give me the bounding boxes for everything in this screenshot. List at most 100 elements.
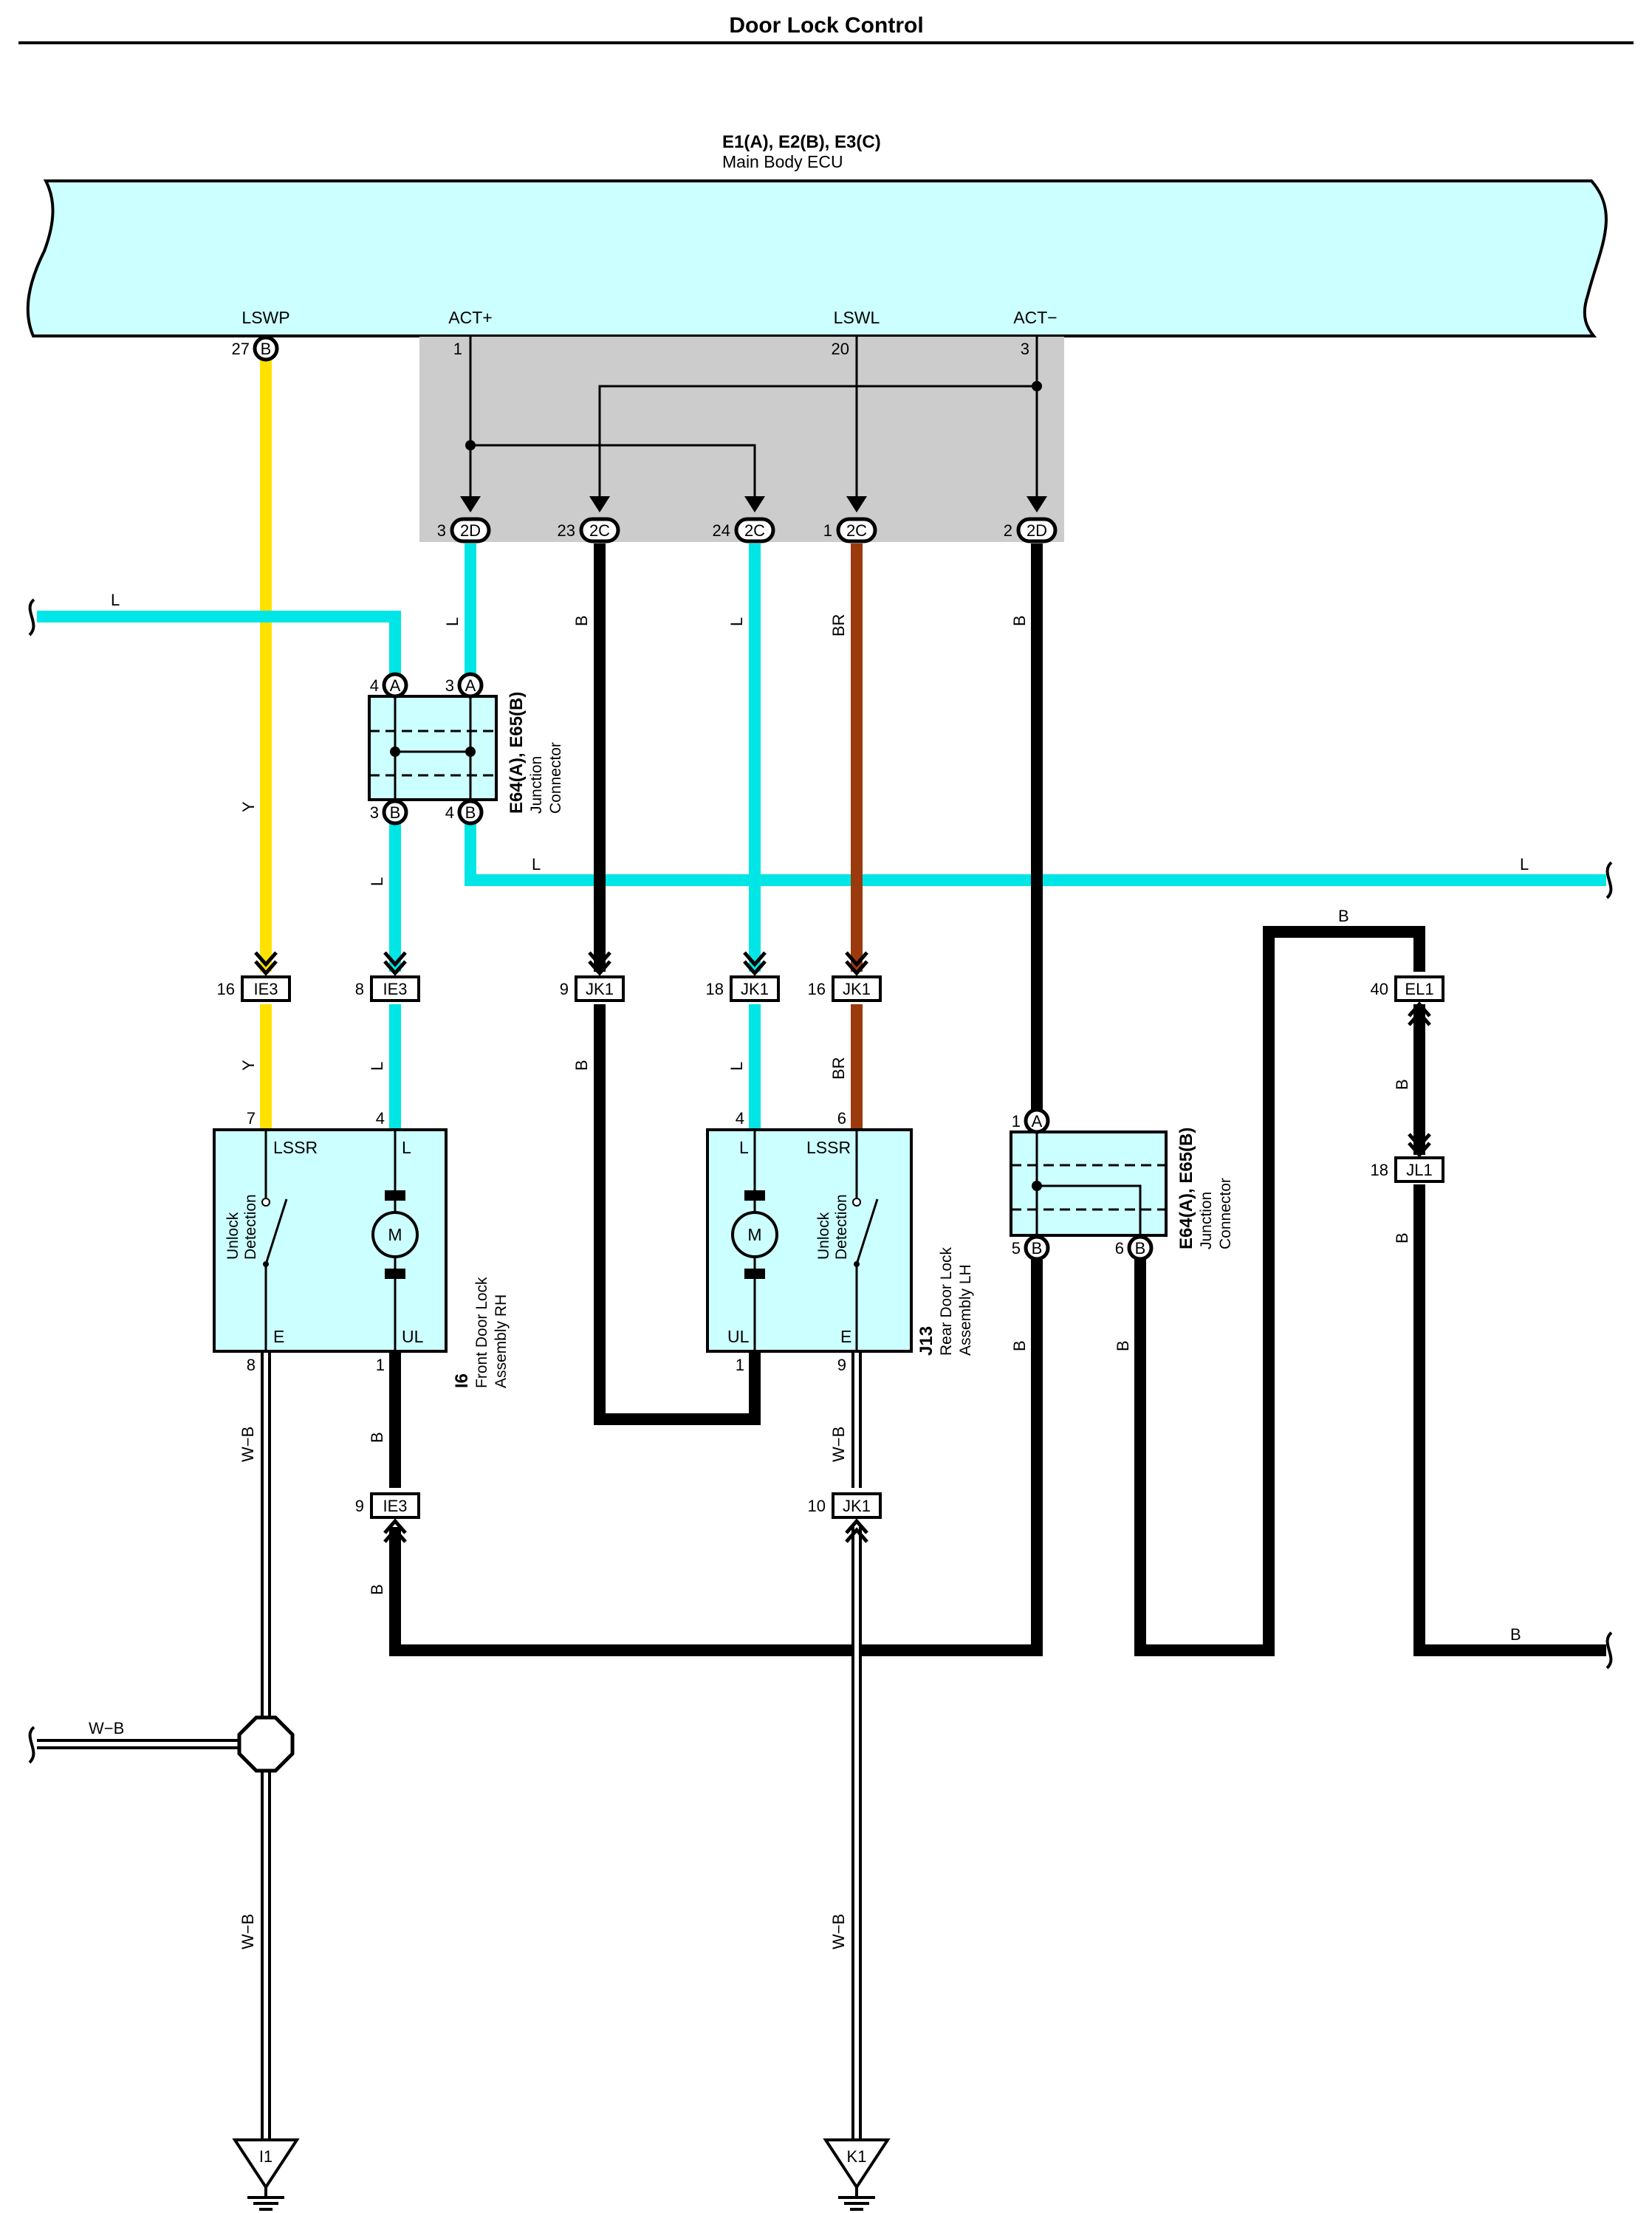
ecu-connector-2d-2: 2D 2 [1004, 517, 1058, 543]
svg-text:L: L [1520, 855, 1529, 874]
svg-text:E: E [840, 1327, 851, 1346]
svg-text:Rear Door Lock: Rear Door Lock [938, 1246, 955, 1356]
ecu-pin-lswp-label: LSWP [241, 308, 289, 327]
svg-text:40: 40 [1371, 980, 1388, 998]
svg-text:3: 3 [437, 521, 446, 540]
svg-text:Y: Y [239, 801, 258, 812]
svg-text:L: L [111, 591, 120, 609]
wire-b-jc-6 [1134, 926, 1425, 1656]
inline-connector-jk1-18: JK1 18 [706, 951, 780, 1002]
svg-text:EL1: EL1 [1405, 980, 1433, 998]
splice-point [237, 1715, 295, 1773]
front-motor-icon [371, 1211, 419, 1258]
svg-text:Junction: Junction [528, 756, 545, 814]
wire-b-ground-bus [389, 1246, 1043, 1656]
svg-text:Detection: Detection [242, 1194, 259, 1260]
svg-text:LSSR: LSSR [806, 1138, 851, 1157]
inline-connector-jl1-18: JL1 18 [1371, 1133, 1444, 1183]
svg-text:L: L [739, 1138, 749, 1157]
svg-text:W−B: W−B [239, 1427, 257, 1462]
ecu-pin-actminus-num: 3 [1021, 340, 1029, 358]
svg-text:B: B [465, 803, 476, 822]
ecu-pin-actminus-label: ACT− [1013, 308, 1057, 327]
svg-text:9: 9 [355, 1497, 364, 1515]
svg-text:B: B [1135, 1239, 1146, 1258]
junction-connector-right-label: E64(A), E65(B) Junction Connector [1176, 1128, 1234, 1249]
main-body-ecu [26, 179, 1608, 337]
svg-text:1: 1 [376, 1356, 385, 1374]
svg-text:B: B [1510, 1625, 1521, 1644]
junction-connector-top: A 4 A 3 B 3 B 4 [368, 672, 498, 826]
wires [37, 359, 1606, 1656]
svg-text:Junction: Junction [1198, 1192, 1215, 1249]
svg-text:Front Door Lock: Front Door Lock [473, 1277, 490, 1388]
ecu-internal-area [419, 337, 1064, 542]
svg-text:BR: BR [829, 614, 848, 637]
svg-text:B: B [1010, 615, 1029, 626]
svg-text:4: 4 [370, 676, 379, 695]
wire-l-left-input [37, 611, 401, 678]
svg-text:Unlock: Unlock [225, 1212, 241, 1260]
svg-text:27: 27 [232, 340, 250, 358]
svg-text:10: 10 [808, 1497, 826, 1515]
svg-text:2D: 2D [1026, 521, 1047, 540]
svg-text:A: A [1032, 1112, 1043, 1130]
svg-text:4: 4 [445, 803, 454, 822]
rear-door-lock-label: J13 Rear Door Lock Assembly LH [916, 1246, 974, 1356]
junction-connector-right: A 1 B 5 B 6 [1010, 1108, 1168, 1261]
wire-b-jk1-to-rear [594, 1004, 761, 1425]
wb-wires [37, 1351, 862, 2141]
svg-text:2C: 2C [846, 521, 867, 540]
svg-text:IE3: IE3 [383, 1497, 407, 1515]
ecu-internal-dots [465, 381, 1042, 450]
svg-text:B: B [390, 803, 401, 822]
svg-text:K1: K1 [847, 2147, 867, 2166]
inline-connector-ie3-16: IE3 16 [217, 951, 291, 1002]
ground-k1: K1 [823, 2138, 891, 2211]
wire-color-labels: L L L B B W−B Y Y L L L B B L L BR BR B … [89, 591, 1529, 1949]
svg-text:B: B [368, 1584, 386, 1595]
rear-motor-icon [731, 1211, 778, 1258]
svg-text:A: A [465, 676, 476, 695]
svg-text:E: E [273, 1327, 284, 1346]
wire-breaks [28, 598, 1613, 1764]
svg-text:1: 1 [736, 1356, 744, 1374]
ecu-code: E1(A), E2(B), E3(C) [722, 132, 881, 152]
svg-text:23: 23 [558, 521, 575, 540]
svg-text:B: B [1032, 1239, 1043, 1258]
svg-text:8: 8 [247, 1356, 256, 1374]
diagram-title: Door Lock Control [729, 13, 923, 38]
ecu-internal-lines [469, 337, 1038, 509]
ground-i1: I1 [232, 2138, 300, 2211]
svg-text:I6: I6 [452, 1373, 472, 1388]
svg-text:2C: 2C [744, 521, 765, 540]
svg-text:W−B: W−B [829, 1427, 848, 1462]
svg-text:L: L [368, 877, 386, 886]
inline-connector-jk1-10: JK1 10 [808, 1492, 882, 1543]
svg-text:Assembly RH: Assembly RH [493, 1294, 510, 1388]
ecu-pin-lswl-num: 20 [832, 340, 849, 358]
svg-text:16: 16 [217, 980, 235, 998]
svg-text:B: B [368, 1432, 386, 1443]
svg-text:B: B [572, 1060, 591, 1071]
inline-connector-el1-40: EL1 40 [1371, 975, 1444, 1026]
svg-text:UL: UL [402, 1327, 424, 1346]
svg-text:E64(A), E65(B): E64(A), E65(B) [1176, 1128, 1196, 1249]
svg-text:B: B [1010, 1340, 1029, 1351]
svg-text:L: L [443, 617, 462, 626]
svg-text:24: 24 [713, 521, 730, 540]
svg-text:M: M [747, 1225, 761, 1244]
svg-text:Y: Y [239, 1060, 258, 1071]
svg-text:IE3: IE3 [253, 980, 278, 998]
svg-text:JK1: JK1 [843, 980, 871, 998]
svg-text:L: L [402, 1138, 411, 1157]
svg-text:B: B [1114, 1340, 1132, 1351]
svg-text:18: 18 [706, 980, 724, 998]
ecu-pin-actplus-label: ACT+ [448, 308, 492, 327]
svg-text:L: L [727, 617, 746, 626]
svg-text:Unlock: Unlock [815, 1212, 832, 1260]
svg-text:2: 2 [1004, 521, 1012, 540]
svg-text:Assembly LH: Assembly LH [957, 1264, 974, 1356]
svg-text:W−B: W−B [89, 1719, 124, 1737]
